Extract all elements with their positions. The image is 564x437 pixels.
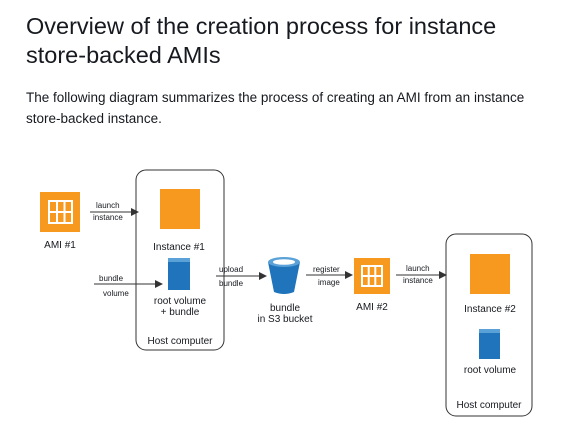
s3-bucket-icon xyxy=(268,257,300,294)
launch-label-1-line1: launch xyxy=(96,201,120,210)
ami-2-label: AMI #2 xyxy=(356,302,388,313)
host-computer-2-label: Host computer xyxy=(456,400,522,411)
instance-1-icon xyxy=(160,189,200,229)
root-volume-bundle-line2: + bundle xyxy=(161,307,200,318)
instance-1-label: Instance #1 xyxy=(153,242,205,253)
bundle-volume-label-line2: volume xyxy=(103,289,129,298)
register-label-line2: image xyxy=(318,278,340,287)
ami-1-icon xyxy=(40,192,80,232)
upload-label-line2: bundle xyxy=(219,279,244,288)
upload-label-line1: upload xyxy=(219,265,243,274)
root-volume-1-icon xyxy=(168,258,190,290)
ami-2-icon xyxy=(354,258,390,294)
host-computer-2-frame xyxy=(445,233,533,417)
intro-paragraph: The following diagram summarizes the pro… xyxy=(26,90,525,126)
s3-label-line1: bundle xyxy=(270,303,300,314)
launch-label-1-line2: instance xyxy=(93,213,123,222)
host-computer-1-label: Host computer xyxy=(147,336,213,347)
root-volume-2-icon xyxy=(479,329,500,359)
root-volume-bundle-line1: root volume xyxy=(154,296,207,307)
instance-2-label: Instance #2 xyxy=(464,304,516,315)
register-label-line1: register xyxy=(313,265,340,274)
page-title: Overview of the creation process for ins… xyxy=(26,13,497,68)
launch-label-2-line2: instance xyxy=(403,276,433,285)
root-volume-2-label: root volume xyxy=(464,365,517,376)
ami-1-label: AMI #1 xyxy=(44,240,76,251)
bundle-volume-label-line1: bundle xyxy=(99,274,124,283)
launch-label-2-line1: launch xyxy=(406,264,430,273)
host-computer-1-frame xyxy=(135,169,225,351)
s3-label-line2: in S3 bucket xyxy=(257,314,312,325)
instance-2-icon xyxy=(470,254,510,294)
